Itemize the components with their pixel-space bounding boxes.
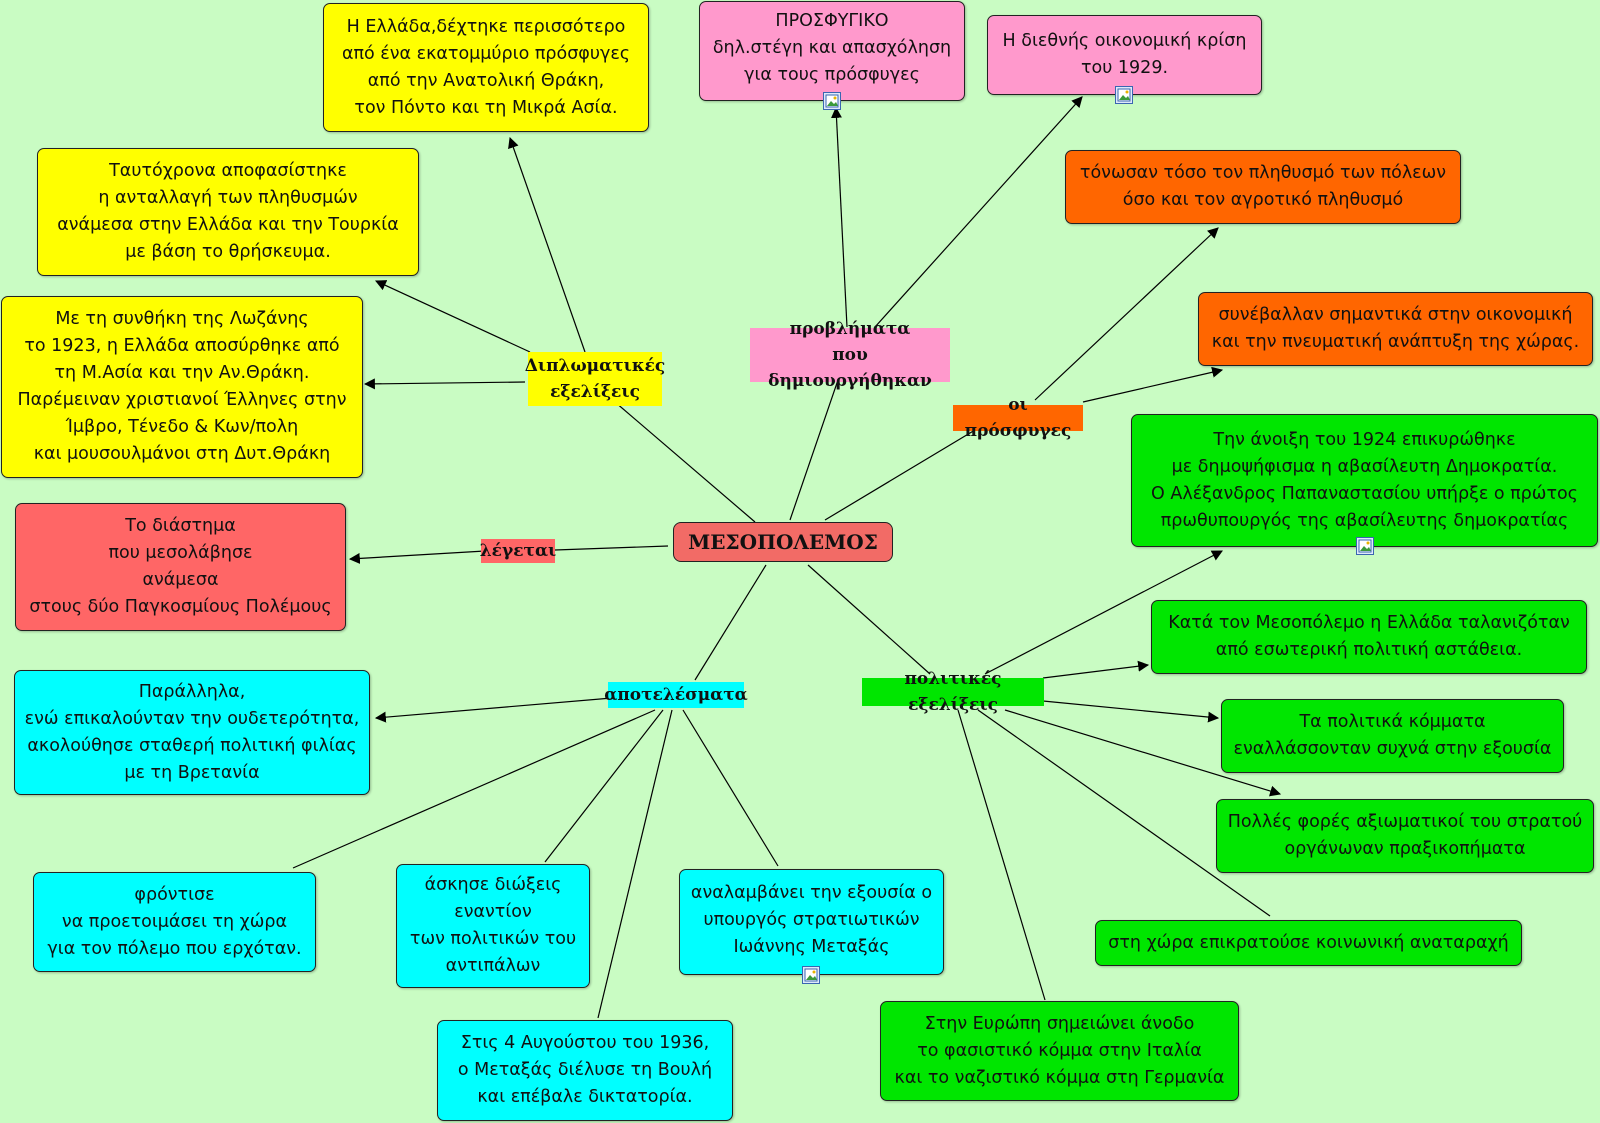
line-diplomatic-exchange	[375, 280, 531, 353]
image-icon[interactable]	[1356, 537, 1374, 555]
line-diplomatic-lausanne	[363, 378, 526, 390]
node-military-coups[interactable]: Πολλές φορές αξιωματικοί του στρατού οργ…	[1216, 799, 1594, 873]
line-political-republic	[984, 550, 1223, 675]
node-political-instability[interactable]: Κατά τον Μεσοπόλεμο η Ελλάδα ταλανιζόταν…	[1151, 600, 1587, 674]
central-topic-mesopolemos[interactable]: ΜΕΣΟΠΟΛΕΜΟΣ	[673, 522, 893, 562]
image-icon[interactable]	[823, 92, 841, 110]
node-interwar-period[interactable]: Το διάστημα που μεσολάβησε ανάμεσα στους…	[15, 503, 346, 631]
line-results-neutrality	[374, 697, 613, 723]
label-political: πολιτικές εξελίξεις	[862, 669, 1044, 715]
line-results-prepare	[292, 709, 656, 869]
node-lausanne-treaty[interactable]: Με τη συνθήκη της Λωζάνης το 1923, η Ελλ…	[1, 296, 363, 478]
line-center-problems	[789, 379, 839, 521]
line-diplomatic-refugees-count	[508, 136, 586, 353]
line-problems-refugee-problem	[831, 106, 848, 328]
line-political-coups	[1004, 709, 1282, 797]
node-republic-1924[interactable]: Την άνοιξη του 1924 επικυρώθηκε με δημοψ…	[1131, 414, 1598, 547]
node-fascism-europe[interactable]: Στην Ευρώπη σημειώνει άνοδο το φασιστικό…	[880, 1001, 1239, 1101]
node-contributed-development[interactable]: συνέβαλλαν σημαντικά στην οικονομική και…	[1198, 292, 1593, 366]
label-diplomatic: Διπλωματικές εξελίξεις	[525, 352, 665, 406]
node-prepare-country[interactable]: φρόντισε να προετοιμάσει τη χώρα για τον…	[33, 872, 316, 972]
node-persecution-rivals[interactable]: άσκησε διώξεις εναντίον των πολιτικών το…	[396, 864, 590, 988]
line-political-instability	[1042, 660, 1150, 679]
line-center-results	[694, 564, 767, 681]
line-results-dictatorship	[597, 709, 673, 1019]
node-metaxas-takes-power[interactable]: αναλαμβάνει την εξουσία ο υπουργός στρατ…	[679, 869, 944, 975]
line-political-unrest	[977, 709, 1271, 917]
label-problems: προβλήματα που δημιουργήθηκαν	[750, 319, 950, 391]
node-dictatorship-1936[interactable]: Στις 4 Αυγούστου του 1936, ο Μεταξάς διέ…	[437, 1020, 733, 1121]
label-refugees: οι πρόσφυγες	[953, 395, 1083, 441]
node-economic-crisis[interactable]: Η διεθνής οικονομική κρίση του 1929.	[987, 15, 1262, 95]
node-refugee-problem[interactable]: ΠΡΟΣΦΥΓΙΚΟ δηλ.στέγη και απασχόληση για …	[699, 1, 965, 101]
line-refugees-contributed	[1082, 366, 1224, 403]
image-icon[interactable]	[1115, 86, 1133, 104]
node-refugees-count[interactable]: Η Ελλάδα,δέχτηκε περισσότερο από ένα εκα…	[323, 3, 649, 132]
line-called-period	[348, 550, 486, 564]
line-refugees-strengthened	[1034, 227, 1219, 401]
line-problems-crisis	[874, 96, 1083, 328]
image-icon[interactable]	[802, 966, 820, 984]
label-results: αποτελέσματα	[604, 682, 748, 708]
node-population-exchange[interactable]: Ταυτόχρονα αποφασίστηκε η ανταλλαγή των …	[37, 148, 419, 276]
line-political-parties	[1042, 700, 1220, 723]
node-neutrality-britain[interactable]: Παράλληλα, ενώ επικαλούνταν την ουδετερό…	[14, 670, 370, 795]
line-center-diplomatic	[614, 401, 756, 523]
node-strengthened-population[interactable]: τόνωσαν τόσο τον πληθυσμό των πόλεων όσο…	[1065, 150, 1461, 224]
line-center-political	[807, 564, 931, 675]
line-political-fascism	[957, 709, 1046, 1001]
line-results-metaxas	[682, 709, 779, 867]
node-social-unrest[interactable]: στη χώρα επικρατούσε κοινωνική αναταραχή	[1095, 920, 1522, 966]
line-results-persecution	[544, 709, 664, 863]
label-called: λέγεται	[479, 539, 557, 563]
node-political-parties[interactable]: Τα πολιτικά κόμματα εναλλάσσονταν συχνά …	[1221, 699, 1564, 773]
line-center-refugees	[824, 429, 976, 521]
line-center-called	[554, 545, 669, 551]
